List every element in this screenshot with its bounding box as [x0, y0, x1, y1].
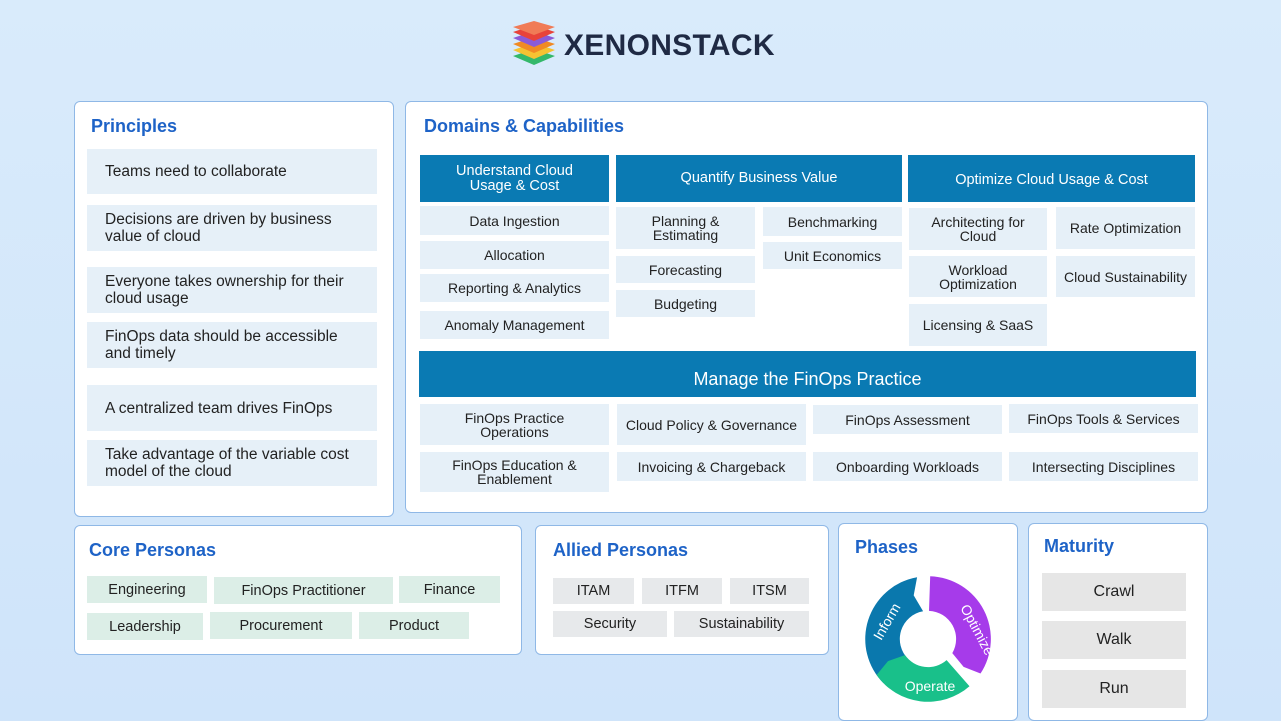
capability-item: FinOps Tools & Services — [1009, 404, 1198, 433]
maturity-level: Walk — [1042, 621, 1186, 659]
maturity-level: Crawl — [1042, 573, 1186, 611]
maturity-title: Maturity — [1044, 536, 1115, 556]
persona-chip: Leadership — [87, 613, 203, 640]
capability-item: FinOps Assessment — [813, 405, 1002, 434]
understand-header: Understand Cloud Usage & Cost — [420, 155, 609, 202]
capability-item: Budgeting — [616, 290, 755, 317]
brand-name: XENONSTACK — [564, 29, 775, 62]
persona-chip: ITFM — [642, 578, 722, 604]
brand-logo: XENONSTACK — [512, 21, 775, 67]
principles-title: Principles — [91, 116, 178, 136]
principle-item: Decisions are driven by business value o… — [87, 205, 377, 251]
principle-item: Teams need to collaborate — [87, 149, 377, 194]
phases-cycle-diagram: Inform Optimize Operate — [865, 576, 998, 702]
manage-header: Manage the FinOps Practice — [419, 351, 1196, 397]
persona-chip: Finance — [399, 576, 500, 603]
capability-item: Reporting & Analytics — [420, 274, 609, 302]
capability-item: FinOps Education & Enablement — [420, 452, 609, 492]
capability-item: Invoicing & Chargeback — [617, 452, 806, 481]
capability-item: FinOps Practice Operations — [420, 404, 609, 445]
persona-chip: ITSM — [730, 578, 809, 604]
capability-item: Cloud Sustainability — [1056, 256, 1195, 297]
allied-personas-title: Allied Personas — [553, 540, 689, 560]
principle-item: FinOps data should be accessible and tim… — [87, 322, 377, 368]
capability-item: Cloud Policy & Governance — [617, 404, 806, 445]
phase-optimize-arc — [929, 576, 991, 674]
persona-chip: Procurement — [210, 612, 352, 639]
phase-inform-arc — [865, 577, 924, 684]
principle-item: Take advantage of the variable cost mode… — [87, 440, 377, 486]
capability-item: Data Ingestion — [420, 206, 609, 235]
maturity-level: Run — [1042, 670, 1186, 708]
persona-chip: Product — [359, 612, 469, 639]
optimize-header: Optimize Cloud Usage & Cost — [908, 155, 1195, 202]
persona-chip: Sustainability — [674, 611, 809, 637]
capability-item: Anomaly Management — [420, 311, 609, 339]
core-personas-title: Core Personas — [89, 540, 217, 560]
capability-item: Allocation — [420, 241, 609, 269]
persona-chip: FinOps Practitioner — [214, 577, 393, 604]
capability-item: Benchmarking — [763, 207, 902, 236]
domains-title: Domains & Capabilities — [424, 116, 625, 136]
phase-label: Operate — [905, 678, 956, 694]
quantify-header: Quantify Business Value — [616, 155, 902, 202]
phase-operate-arc — [876, 655, 970, 702]
capability-item: Unit Economics — [763, 242, 902, 269]
persona-chip: Security — [553, 611, 667, 637]
principle-item: Everyone takes ownership for their cloud… — [87, 267, 377, 313]
capability-item: Architecting for Cloud — [909, 208, 1047, 250]
phases-title: Phases — [855, 537, 919, 557]
capability-item: Intersecting Disciplines — [1009, 452, 1198, 481]
capability-item: Planning & Estimating — [616, 207, 755, 249]
capability-item: Licensing & SaaS — [909, 304, 1047, 346]
capability-item: Onboarding Workloads — [813, 452, 1002, 481]
persona-chip: ITAM — [553, 578, 634, 604]
xenonstack-logo-icon — [513, 21, 555, 65]
persona-chip: Engineering — [87, 576, 207, 603]
capability-item: Forecasting — [616, 256, 755, 283]
principle-item: A centralized team drives FinOps — [87, 385, 377, 431]
capability-item: Rate Optimization — [1056, 207, 1195, 249]
capability-item: Workload Optimization — [909, 256, 1047, 297]
